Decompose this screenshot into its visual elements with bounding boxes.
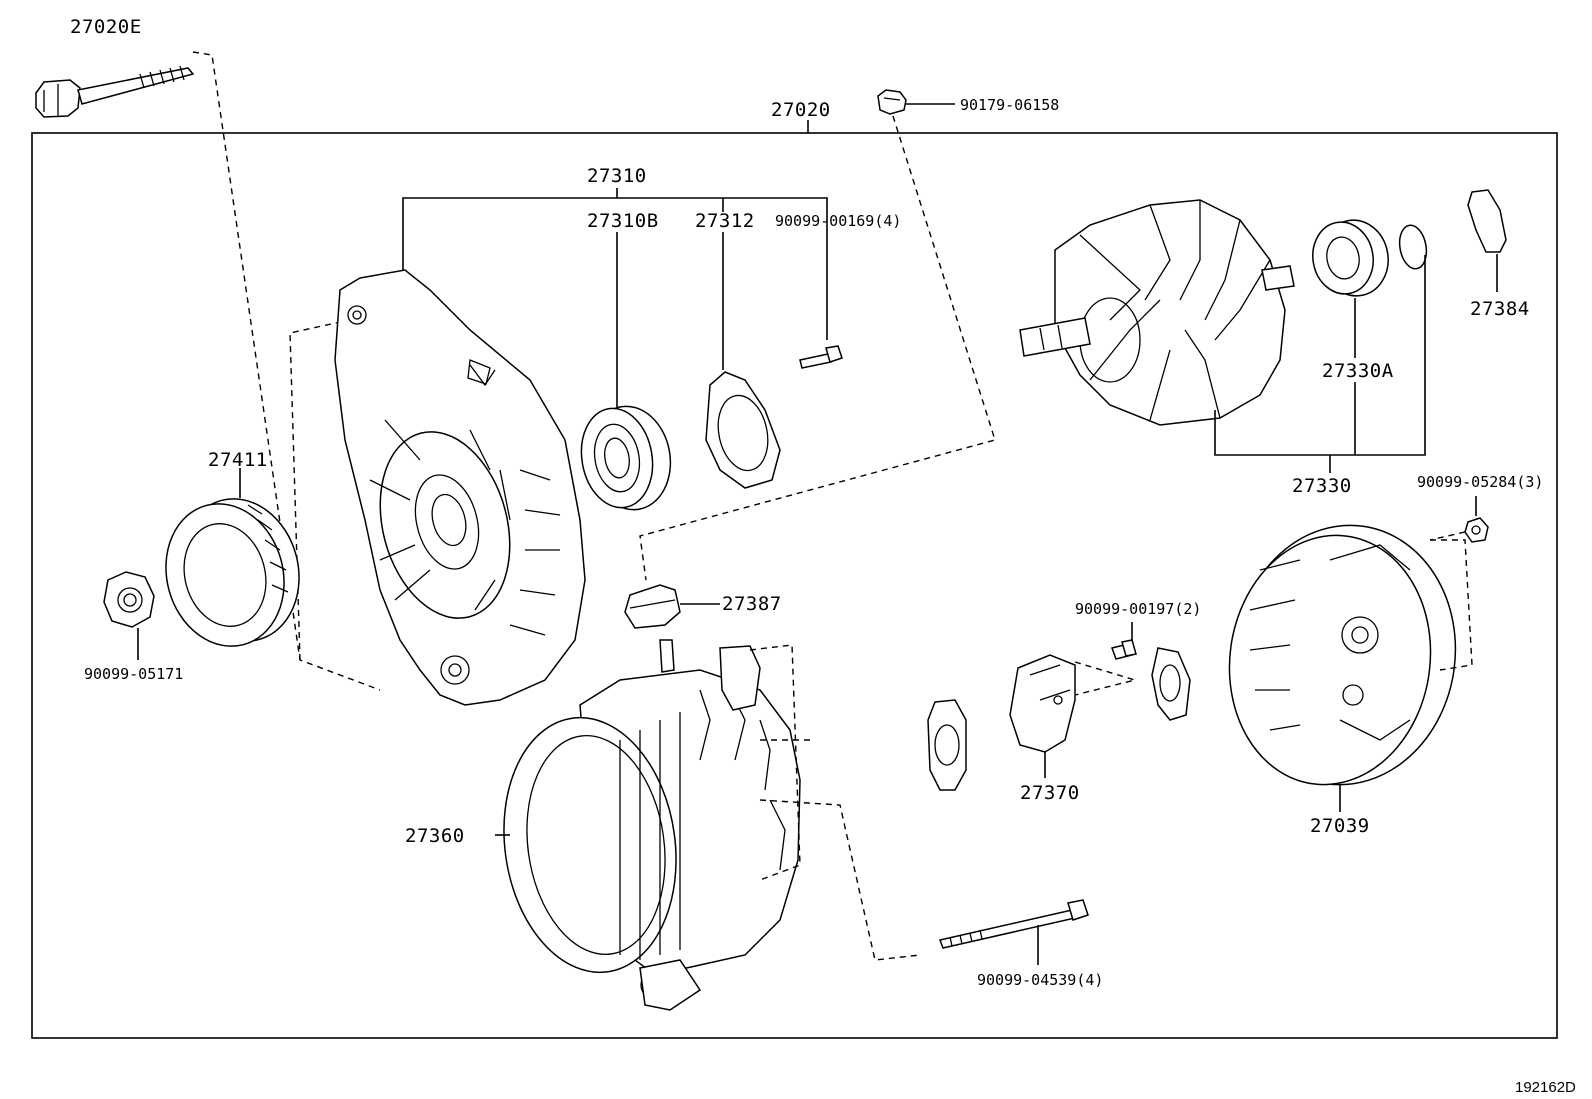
bracket-27330 [1214,255,1426,456]
assembly-frame-box [31,132,1558,1039]
rotor-27330 [1019,199,1295,426]
bearing-front [580,405,672,511]
label-27360: 27360 [405,825,465,847]
brush-holder-27370 [1009,654,1076,753]
gasket-right [1151,647,1191,721]
bearing-rear-27330A [1312,219,1389,297]
label-27411: 27411 [208,449,268,471]
insulator-27387 [624,584,681,629]
label-27384: 27384 [1470,298,1530,320]
label-27020: 27020 [771,99,831,121]
nut-90179-06158 [877,89,907,115]
cover-27384 [1467,189,1507,253]
label-90179-06158: 90179-06158 [960,96,1059,114]
nut-90099-05284 [1464,517,1489,543]
label-27310B: 27310B [587,210,659,232]
pulley-27411 [165,498,300,647]
label-90099-00169: 90099-00169(4) [775,212,901,230]
rear-cover-27039 [1228,524,1457,786]
stator-frame-27360 [503,639,801,1011]
through-bolt-90099-04539 [938,899,1089,949]
label-27312: 27312 [695,210,755,232]
bolt-27020E [35,65,195,118]
label-90099-05171: 90099-05171 [84,665,183,683]
nut-90099-05171 [103,571,155,628]
retainer-27312 [705,371,781,489]
label-27310: 27310 [587,165,647,187]
label-27387: 27387 [722,593,782,615]
gasket-left [927,699,967,791]
screw-90099-00169 [799,345,843,369]
label-90099-00197: 90099-00197(2) [1075,600,1201,618]
front-frame-27310B [334,269,586,706]
leader-27020E [192,51,381,691]
leader-90179-06158 [639,115,996,581]
label-27039: 27039 [1310,815,1370,837]
label-27020E: 27020E [70,16,142,38]
figure-reference: 192162D [1515,1079,1576,1096]
washer [1398,224,1428,270]
label-27330A: 27330A [1322,360,1394,382]
label-27370: 27370 [1020,782,1080,804]
screw-90099-00197 [1111,639,1137,660]
label-90099-04539: 90099-04539(4) [977,971,1103,989]
label-90099-05284: 90099-05284(3) [1417,473,1543,491]
label-27330: 27330 [1292,475,1352,497]
bracket-27310 [402,197,828,340]
